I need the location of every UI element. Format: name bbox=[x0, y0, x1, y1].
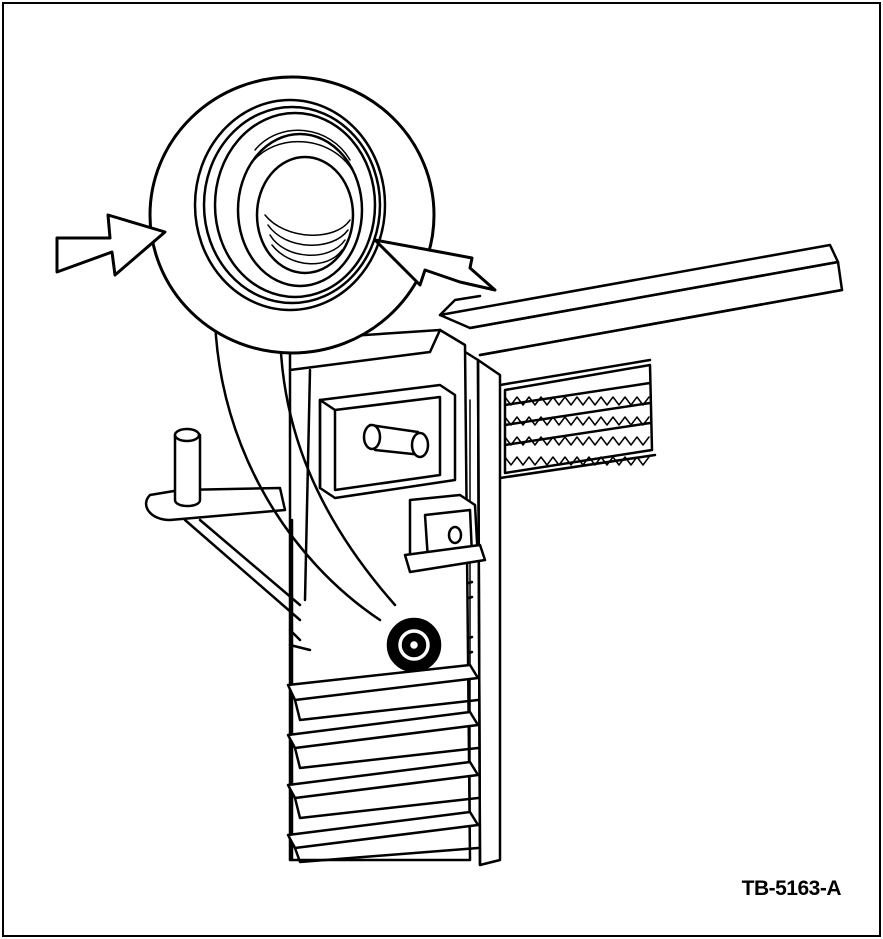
support-arm bbox=[144, 427, 302, 622]
lower-tank-ribs bbox=[286, 628, 480, 864]
magnifier-callout-tail bbox=[213, 318, 397, 622]
dowel-pin bbox=[362, 423, 430, 459]
filler-neck-magnified-view bbox=[148, 75, 436, 355]
radiator-top-tank bbox=[438, 243, 844, 357]
clip-bracket bbox=[403, 493, 487, 574]
drain-plug bbox=[386, 617, 442, 673]
figure-id-label: TB-5163-A bbox=[741, 877, 842, 900]
radiator-core bbox=[498, 358, 657, 480]
left-pointer-arrow bbox=[55, 213, 167, 277]
right-pointer-arrow bbox=[373, 238, 497, 292]
